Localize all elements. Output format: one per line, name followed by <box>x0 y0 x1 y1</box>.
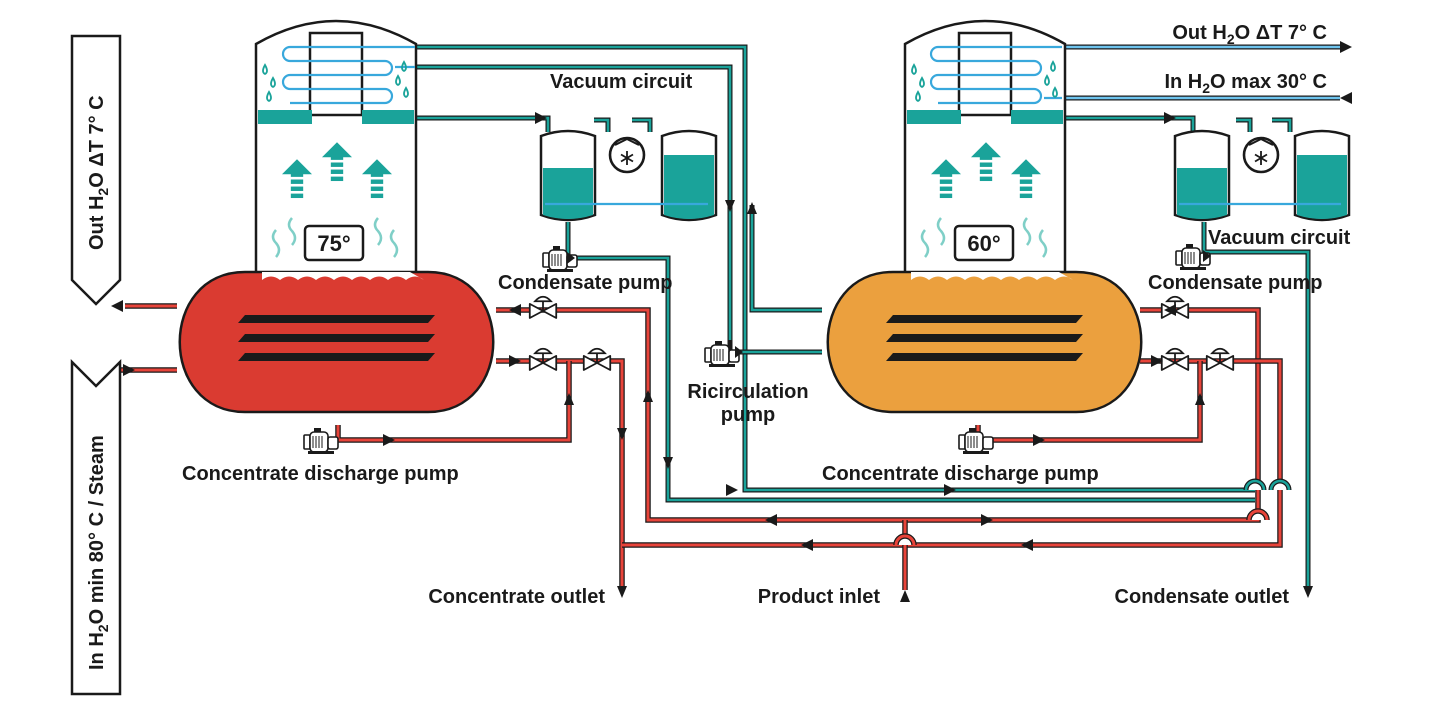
flow-arrow-icon <box>111 41 1352 602</box>
condensate-outlet-label: Condensate outlet <box>1115 586 1290 608</box>
heat-wave-icon <box>920 217 1048 258</box>
vacuum-circuit-1-label: Vacuum circuit <box>550 71 693 93</box>
evaporator-stage-1: 75° <box>178 19 495 414</box>
vacuum-circuit-2 <box>1173 129 1351 222</box>
vacuum-pump-icon <box>608 136 646 174</box>
water-drop-icon <box>911 60 1058 103</box>
valve-icon <box>1160 347 1190 371</box>
side-out-h2o-post: O ΔT 7° C <box>86 95 108 187</box>
side-label-in-h2o-steam: In H2O min 80° C / Steam <box>70 358 122 696</box>
svg-text:Out H2O ΔT 7° C: Out H2O ΔT 7° C <box>86 95 111 250</box>
product-inlet-label: Product inlet <box>758 586 881 608</box>
heat-wave-icon <box>271 217 399 258</box>
condensate-pump-1-label: Condensate pump <box>498 272 672 294</box>
temperature-display-1 <box>303 224 365 262</box>
concentrate-discharge-pump-1-label: Concentrate discharge pump <box>182 463 459 485</box>
temperature-value-1: 75° <box>317 231 350 256</box>
heating-coil-1 <box>238 315 435 361</box>
valve-icon <box>528 295 558 319</box>
temperature-display-2 <box>953 224 1015 262</box>
concentrate-outlet-label: Concentrate outlet <box>428 586 605 608</box>
concentrate-discharge-pump-2-icon <box>958 427 994 455</box>
recirculation-pump-icon <box>704 340 740 368</box>
concentrate-discharge-pump-1-icon <box>303 427 339 455</box>
svg-text:In H2O min 80° C / Steam: In H2O min 80° C / Steam <box>86 435 111 670</box>
side-out-h2o-pre: Out H <box>86 196 108 250</box>
concentrate-discharge-pump-2-label: Concentrate discharge pump <box>822 463 1099 485</box>
valve-icon <box>1205 347 1235 371</box>
side-in-h2o-sub: 2 <box>95 624 111 632</box>
side-in-h2o-post: O min 80° C / Steam <box>86 435 108 624</box>
vacuum-circuit-1 <box>539 129 718 222</box>
side-out-h2o-sub: 2 <box>95 188 111 196</box>
heating-coil-2 <box>886 315 1083 361</box>
valve-icon <box>528 347 558 371</box>
side-in-h2o-pre: In H <box>86 632 108 670</box>
water-drop-icon <box>262 60 409 103</box>
temperature-value-2: 60° <box>967 231 1000 256</box>
top-label-in-h2o: In H2O max 30° C <box>1164 71 1327 96</box>
top-label-out-h2o: Out H2O ΔT 7° C <box>1172 22 1327 47</box>
condensate-pump-2-label: Condensate pump <box>1148 272 1322 294</box>
recirculation-pump-label-line1: Ricirculation <box>687 381 808 403</box>
recirculation-pump-label-line2: pump <box>721 404 775 426</box>
valve-icon <box>582 347 612 371</box>
evaporator-stage-2: 60° <box>826 19 1143 414</box>
side-label-out-h2o: Out H2O ΔT 7° C <box>70 34 122 306</box>
vacuum-pump-icon <box>1242 136 1280 174</box>
vacuum-circuit-2-label: Vacuum circuit <box>1208 227 1351 249</box>
